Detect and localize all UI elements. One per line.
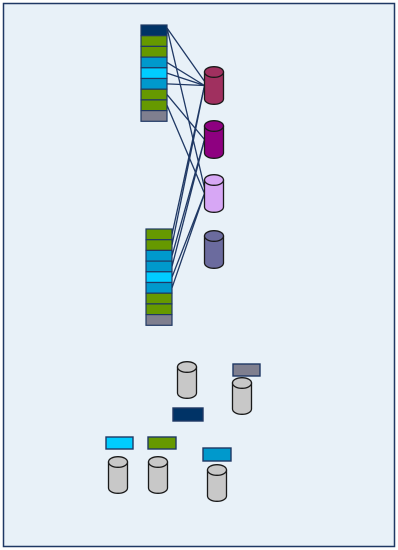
lower-stack-slot-4 xyxy=(145,260,173,273)
upper-stack-slot-2 xyxy=(140,35,168,48)
connection-line-6 xyxy=(166,94,205,140)
upper-stack-slot-6 xyxy=(140,77,168,90)
upper-stack-slot-3 xyxy=(140,45,168,58)
gray-cylinder-5 xyxy=(206,464,228,502)
loose-block-2 xyxy=(172,407,204,422)
loose-block-3 xyxy=(105,436,134,450)
gray-cylinder-2 xyxy=(231,377,253,415)
lower-stack-slot-5 xyxy=(145,271,173,284)
lower-stack-slot-2 xyxy=(145,239,173,251)
connection-line-7 xyxy=(166,104,206,194)
db-cylinder-2 xyxy=(203,120,225,159)
lower-stack-slot-9 xyxy=(145,314,173,326)
db-cylinder-3 xyxy=(203,174,225,213)
upper-stack-slot-1 xyxy=(140,24,168,37)
connection-line-9 xyxy=(171,85,206,246)
loose-blocks xyxy=(105,363,261,462)
lower-stack-slot-6 xyxy=(145,281,173,294)
connection-line-4 xyxy=(166,72,205,87)
lower-stack xyxy=(145,228,173,326)
gray-cylinder-4 xyxy=(147,456,169,494)
connection-line-1 xyxy=(166,27,206,83)
lower-stack-slot-1 xyxy=(145,228,173,241)
connection-line-13 xyxy=(171,193,206,289)
upper-stack-slot-4 xyxy=(140,56,168,69)
loose-block-4 xyxy=(147,436,177,450)
db-cylinder-4 xyxy=(203,230,225,269)
lower-stack-slot-3 xyxy=(145,249,173,262)
upper-stack-slot-8 xyxy=(140,99,168,112)
loose-block-1 xyxy=(232,363,261,377)
connection-lines xyxy=(166,27,206,289)
upper-stack-slot-9 xyxy=(140,109,168,122)
cylinders xyxy=(107,66,253,502)
lower-stack-slot-7 xyxy=(145,292,173,305)
upper-stack-slot-5 xyxy=(140,67,168,80)
gray-cylinder-3 xyxy=(107,456,129,494)
upper-stack xyxy=(140,24,168,122)
upper-stack-slot-7 xyxy=(140,88,168,101)
block-stacks xyxy=(140,24,173,326)
connection-line-3 xyxy=(166,61,205,87)
lower-stack-slot-8 xyxy=(145,303,173,316)
connection-line-5 xyxy=(166,83,205,87)
connection-line-11 xyxy=(171,139,206,267)
gray-cylinder-1 xyxy=(176,361,198,399)
loose-block-5 xyxy=(202,447,232,462)
db-cylinder-1 xyxy=(203,66,225,105)
